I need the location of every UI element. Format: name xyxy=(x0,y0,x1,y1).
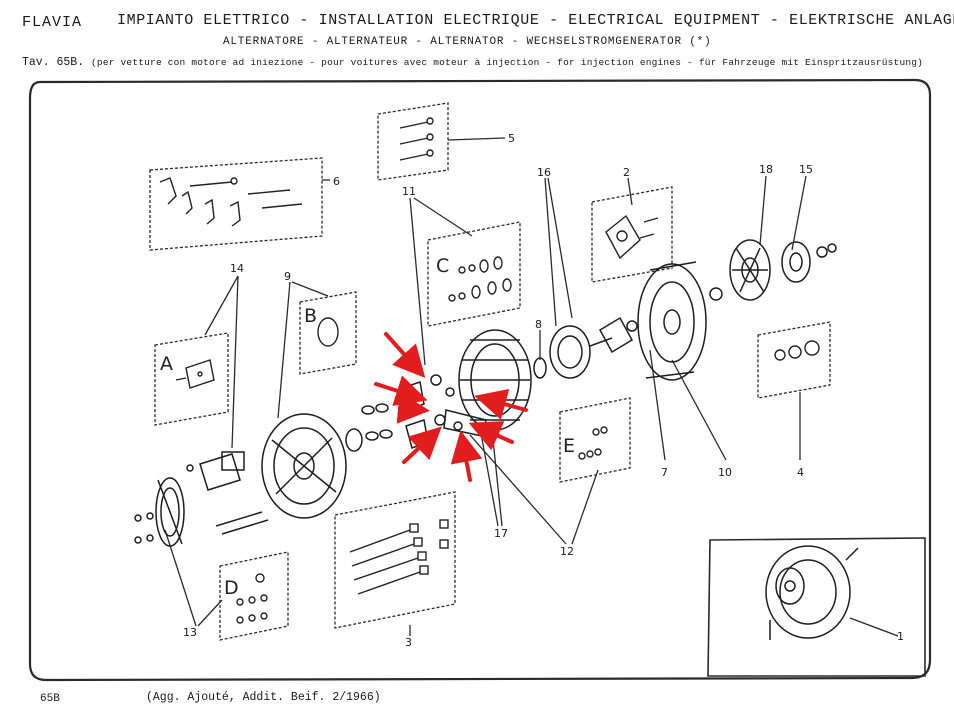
red-arrow-4 xyxy=(474,388,528,420)
brush-holder xyxy=(186,451,245,491)
part-number-12: 12 xyxy=(560,545,574,558)
oring-b xyxy=(317,317,339,347)
leader-2 xyxy=(627,177,633,206)
box-5 xyxy=(377,102,449,181)
part-number-6: 6 xyxy=(333,175,340,188)
part-number-18: 18 xyxy=(759,163,773,176)
kit-label-b: B xyxy=(304,305,317,327)
red-arrow-7 xyxy=(450,430,483,482)
part-number-17: 17 xyxy=(494,527,508,540)
part-number-10: 10 xyxy=(718,466,732,479)
box-d xyxy=(219,551,289,641)
box-c xyxy=(427,221,521,327)
bearing xyxy=(533,357,547,379)
leader-18 xyxy=(759,175,767,246)
box-4 xyxy=(757,321,831,399)
red-arrow-1 xyxy=(384,332,426,378)
box-6 xyxy=(149,157,323,251)
part-number-15: 15 xyxy=(799,163,813,176)
page-subtitle: ALTERNATORE - ALTERNATEUR - ALTERNATOR -… xyxy=(223,36,712,48)
part-number-7: 7 xyxy=(661,466,668,479)
hardware-c xyxy=(448,256,512,302)
part-number-1: 1 xyxy=(897,630,904,643)
leader-16 xyxy=(544,177,573,327)
footer-code: 65B xyxy=(40,693,60,705)
part-number-8: 8 xyxy=(535,318,542,331)
part-number-16: 16 xyxy=(537,166,551,179)
washers-4 xyxy=(774,340,820,361)
part-number-5: 5 xyxy=(508,132,515,145)
kit-label-c: C xyxy=(436,255,449,277)
kit-label-d: D xyxy=(224,577,239,599)
box-a xyxy=(154,332,229,426)
red-arrow-3 xyxy=(396,391,430,424)
screws-5 xyxy=(399,117,434,161)
brackets-6 xyxy=(159,177,303,227)
bracket-plate xyxy=(598,316,634,354)
box-b xyxy=(299,291,357,375)
part-number-3: 3 xyxy=(405,636,412,649)
table-reference: Tav. 65B. (per vetture con motore ad ini… xyxy=(22,56,923,69)
rectifier-assembly xyxy=(401,374,487,449)
part-number-13: 13 xyxy=(183,626,197,639)
hardware-d xyxy=(236,573,268,624)
box-e xyxy=(559,397,631,483)
leader-1 xyxy=(849,617,899,637)
leader-14 xyxy=(204,275,239,449)
leader-9 xyxy=(277,281,329,419)
stator xyxy=(458,329,532,431)
clip-a xyxy=(175,359,215,389)
kit-label-a: A xyxy=(160,353,173,375)
diagram-frame xyxy=(28,78,932,682)
part-number-14: 14 xyxy=(230,262,244,275)
brand-label: FLAVIA xyxy=(22,14,83,31)
box-2 xyxy=(591,186,673,283)
washer xyxy=(709,287,723,301)
leader-15 xyxy=(791,175,807,251)
pulley-fan xyxy=(134,477,185,547)
footer-note: (Agg. Ajouté, Addit. Beif. 2/1966) xyxy=(146,691,381,704)
leader-7 xyxy=(649,349,666,461)
rear-housing xyxy=(637,261,707,381)
inset-frame xyxy=(707,537,926,677)
part-number-4: 4 xyxy=(797,466,804,479)
part-number-2: 2 xyxy=(623,166,630,179)
leader-5 xyxy=(447,137,506,141)
kit-label-e: E xyxy=(563,435,575,457)
page-title: IMPIANTO ELETTRICO - INSTALLATION ELECTR… xyxy=(117,12,954,29)
table-ref-code: Tav. 65B. xyxy=(22,56,85,69)
red-arrow-5 xyxy=(468,421,514,451)
through-bolts xyxy=(215,511,269,535)
hardware-e xyxy=(578,426,608,460)
bolts-3 xyxy=(349,519,449,595)
red-arrow-2 xyxy=(374,375,428,406)
rotor xyxy=(549,325,613,379)
leader-10 xyxy=(671,359,727,461)
red-arrow-6 xyxy=(402,426,442,464)
front-housing xyxy=(261,413,347,519)
part-number-9: 9 xyxy=(284,270,291,283)
leader-17 xyxy=(479,427,503,527)
table-ref-note: (per vetture con motore ad iniezione - p… xyxy=(91,57,924,68)
oring xyxy=(345,428,363,452)
fan xyxy=(729,239,771,301)
box-3 xyxy=(334,491,456,629)
plate-2 xyxy=(605,214,659,260)
leader-12 xyxy=(469,434,599,545)
leader-11 xyxy=(409,197,473,366)
assembled-alternator xyxy=(765,545,859,640)
bushings xyxy=(361,403,393,441)
drive-pulley xyxy=(781,241,837,283)
part-number-11: 11 xyxy=(402,185,416,198)
spacer xyxy=(626,320,638,332)
